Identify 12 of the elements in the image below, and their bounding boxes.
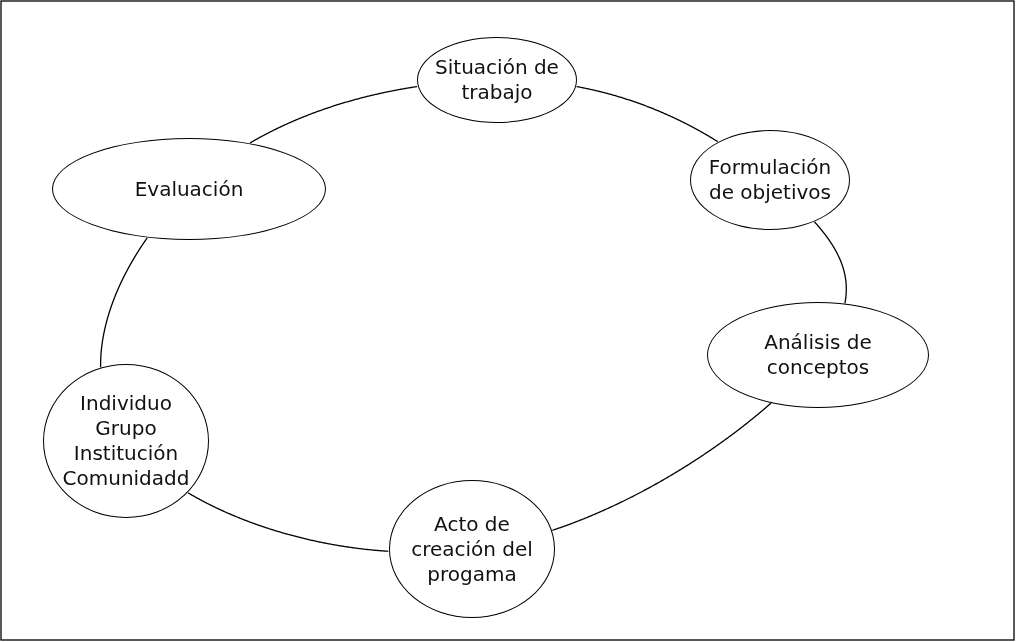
node-label: Situación de trabajo <box>434 55 560 105</box>
connector-line <box>99 237 148 368</box>
node-label: Individuo Grupo Institución Comunidadd <box>61 391 191 491</box>
node-label: Formulación de objetivos <box>707 155 833 205</box>
connector-line <box>187 492 389 552</box>
connector-line <box>249 85 418 144</box>
node-label: Acto de creación del progama <box>410 511 534 587</box>
node-label: Análisis de conceptos <box>763 330 873 380</box>
connector-line <box>813 221 847 304</box>
connector-line <box>575 85 719 143</box>
connector-line <box>551 402 772 531</box>
node-label: Evaluación <box>134 176 244 202</box>
